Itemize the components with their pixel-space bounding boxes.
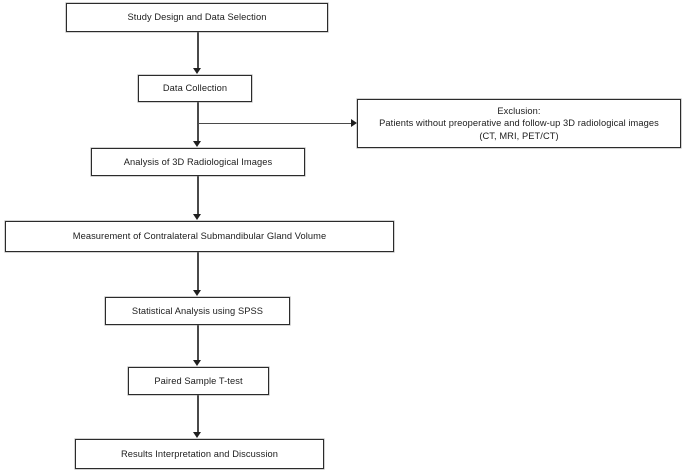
- node-study-design: Study Design and Data Selection: [66, 3, 328, 32]
- node-exclusion-text: Exclusion: Patients without preoperative…: [362, 105, 676, 142]
- node-results: Results Interpretation and Discussion: [75, 439, 324, 469]
- node-exclusion-line-3: (CT, MRI, PET/CT): [479, 130, 559, 141]
- arrowhead-paired-t-test: [193, 360, 202, 366]
- node-analysis-3d: Analysis of 3D Radiological Images: [91, 148, 305, 176]
- arrowhead-results: [193, 432, 202, 438]
- node-exclusion-line-1: Exclusion:: [497, 106, 541, 117]
- node-study-design-line-1: Study Design and Data Selection: [127, 12, 267, 23]
- node-measurement-line-1: Measurement of Contralateral Submandibul…: [72, 231, 327, 242]
- connector-study-design-to-data-collection: [197, 32, 199, 69]
- node-analysis-3d-text: Analysis of 3D Radiological Images: [96, 156, 300, 168]
- node-exclusion: Exclusion: Patients without preoperative…: [357, 99, 681, 148]
- node-data-collection: Data Collection: [138, 75, 252, 102]
- arrowhead-data-collection: [193, 68, 202, 74]
- connector-measurement-to-statistical-analysis: [197, 252, 199, 290]
- node-measurement-text: Measurement of Contralateral Submandibul…: [10, 230, 389, 242]
- node-measurement: Measurement of Contralateral Submandibul…: [5, 221, 394, 252]
- arrowhead-statistical-analysis: [193, 290, 202, 296]
- connector-statistical-analysis-to-paired-t-test: [197, 325, 199, 360]
- connector-paired-t-test-to-results: [197, 395, 199, 432]
- node-results-line-1: Results Interpretation and Discussion: [121, 448, 278, 459]
- node-data-collection-line-1: Data Collection: [162, 83, 228, 94]
- node-analysis-3d-line-1: Analysis of 3D Radiological Images: [123, 156, 273, 167]
- node-statistical-analysis-text: Statistical Analysis using SPSS: [110, 305, 285, 317]
- node-paired-t-test: Paired Sample T-test: [128, 367, 269, 395]
- arrowhead-exclusion: [351, 119, 357, 128]
- node-data-collection-text: Data Collection: [143, 82, 247, 94]
- connector-analysis-to-measurement: [197, 176, 199, 214]
- node-exclusion-line-2: Patients without preoperative and follow…: [379, 118, 659, 129]
- node-paired-t-test-text: Paired Sample T-test: [133, 375, 264, 387]
- node-statistical-analysis: Statistical Analysis using SPSS: [105, 297, 290, 325]
- connector-data-collection-to-analysis: [197, 102, 199, 142]
- node-paired-t-test-line-1: Paired Sample T-test: [154, 375, 243, 386]
- arrowhead-analysis-3d: [193, 141, 202, 147]
- node-study-design-text: Study Design and Data Selection: [71, 11, 323, 23]
- node-statistical-analysis-line-1: Statistical Analysis using SPSS: [131, 305, 264, 316]
- arrowhead-measurement: [193, 213, 202, 220]
- node-results-text: Results Interpretation and Discussion: [80, 448, 319, 460]
- connector-branch-to-exclusion: [197, 122, 353, 124]
